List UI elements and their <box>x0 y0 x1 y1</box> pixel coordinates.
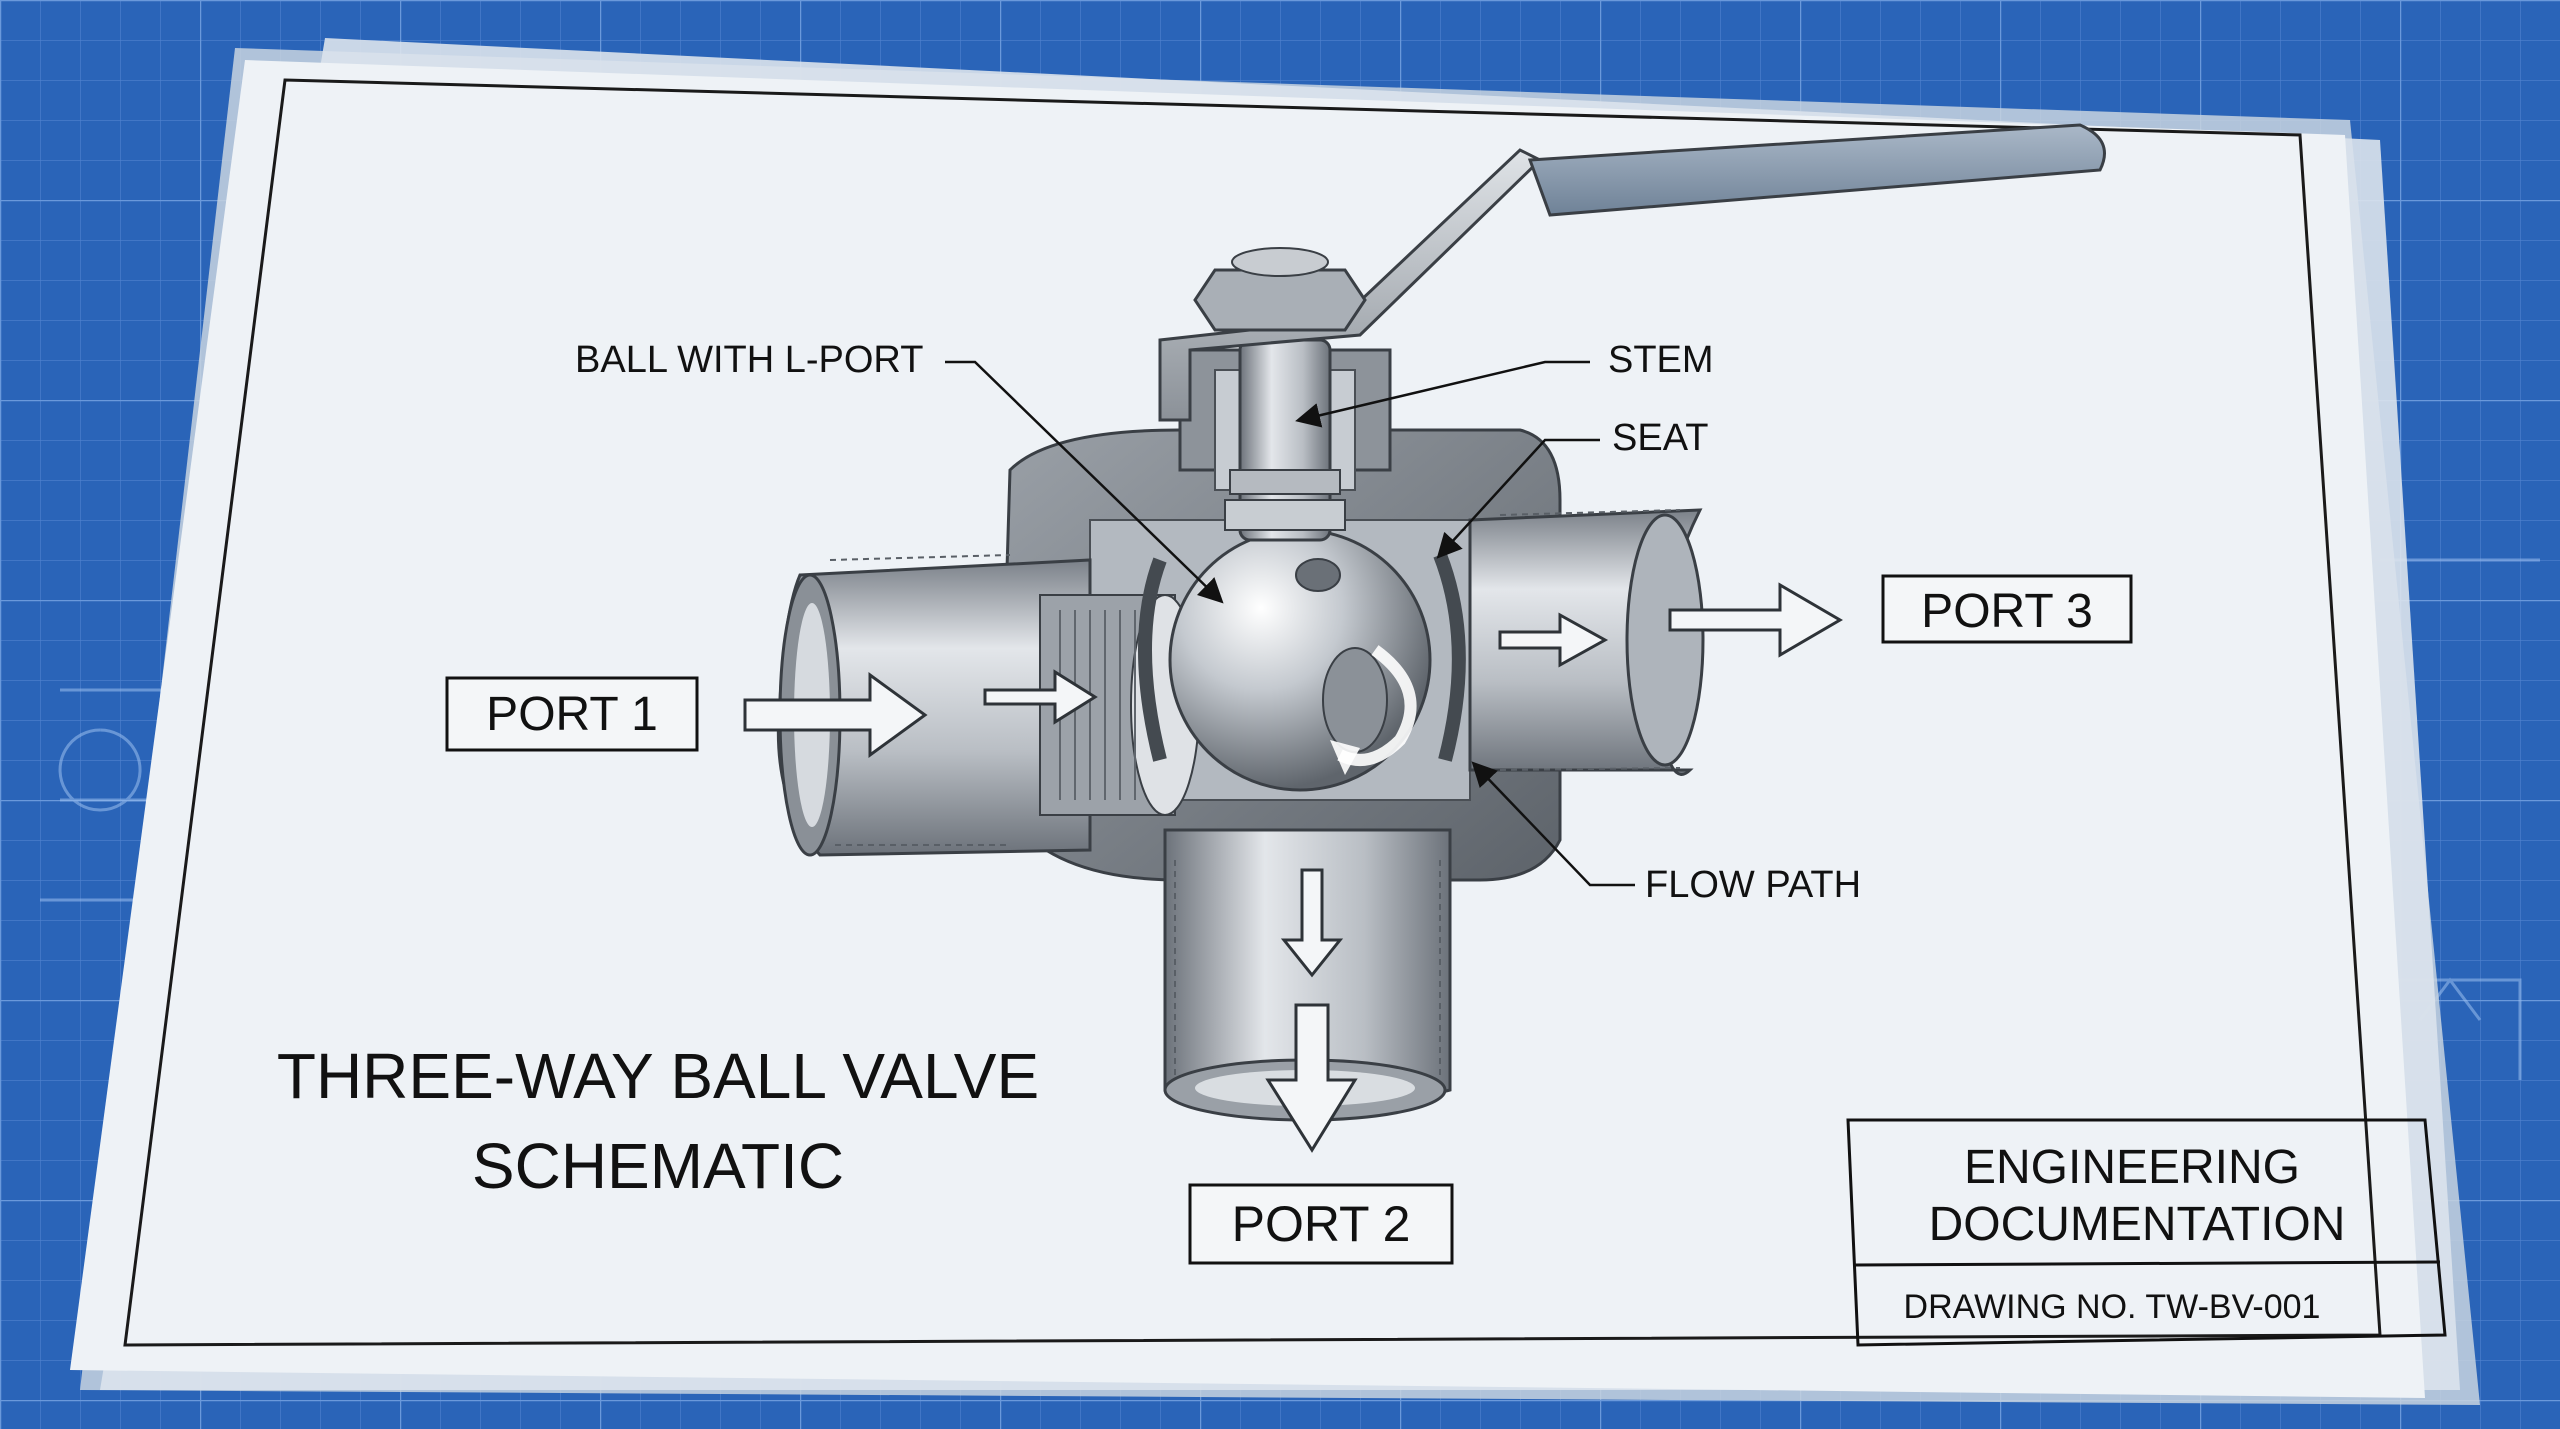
title-block: ENGINEERING DOCUMENTATION DRAWING NO. TW… <box>1846 1118 2447 1347</box>
title-block-heading-line-1: ENGINEERING <box>1964 1141 2300 1194</box>
stem-nut <box>1193 247 1367 332</box>
leader-ball <box>945 360 1224 604</box>
ball-rotation-arrowhead <box>1330 740 1360 775</box>
schematic-title-line-2: SCHEMATIC <box>472 1130 844 1202</box>
valve-stem <box>1224 338 1346 542</box>
port-2-label-box: PORT 2 <box>1188 1183 1454 1265</box>
ball-top-hole <box>1295 558 1341 592</box>
ball-l-port-opening <box>1322 647 1388 753</box>
port-3-label-box: PORT 3 <box>1881 574 2133 644</box>
port-2-label: PORT 2 <box>1232 1196 1411 1252</box>
seat-left <box>1138 557 1167 762</box>
flow-arrow-port-3 <box>1668 582 1843 658</box>
valve-illustration <box>743 123 2106 1153</box>
port-1-label: PORT 1 <box>486 688 658 741</box>
flow-arrow-inside-down <box>1280 868 1344 978</box>
leader-seat <box>1436 438 1600 559</box>
valve-handle <box>1158 123 2106 422</box>
flow-arrow-inlet <box>743 672 928 758</box>
callout-seat-label: SEAT <box>1612 417 1708 459</box>
leader-lines <box>945 360 1635 887</box>
leader-flow-path <box>1471 761 1635 887</box>
flow-arrow-inside-right <box>1498 612 1609 668</box>
callout-stem-label: STEM <box>1608 339 1714 381</box>
seat-right <box>1433 552 1466 762</box>
flow-arrows <box>743 582 1843 1153</box>
title-block-heading-line-2: DOCUMENTATION <box>1929 1198 2346 1251</box>
leader-stem <box>1295 360 1590 428</box>
port-1-label-box: PORT 1 <box>445 676 699 752</box>
handle-grip <box>1527 123 2106 217</box>
flow-arrow-port-2 <box>1265 1003 1358 1153</box>
schematic-title-line-1: THREE-WAY BALL VALVE <box>277 1040 1039 1112</box>
callout-flow-path-label: FLOW PATH <box>1645 864 1861 906</box>
drawing-number: DRAWING NO. TW-BV-001 <box>1904 1288 2321 1326</box>
ball-rotation-arrow <box>1337 645 1417 766</box>
callout-ball-label: BALL WITH L-PORT <box>575 339 923 381</box>
flow-arrow-inside-left <box>983 669 1098 725</box>
port-3-label: PORT 3 <box>1921 585 2093 638</box>
